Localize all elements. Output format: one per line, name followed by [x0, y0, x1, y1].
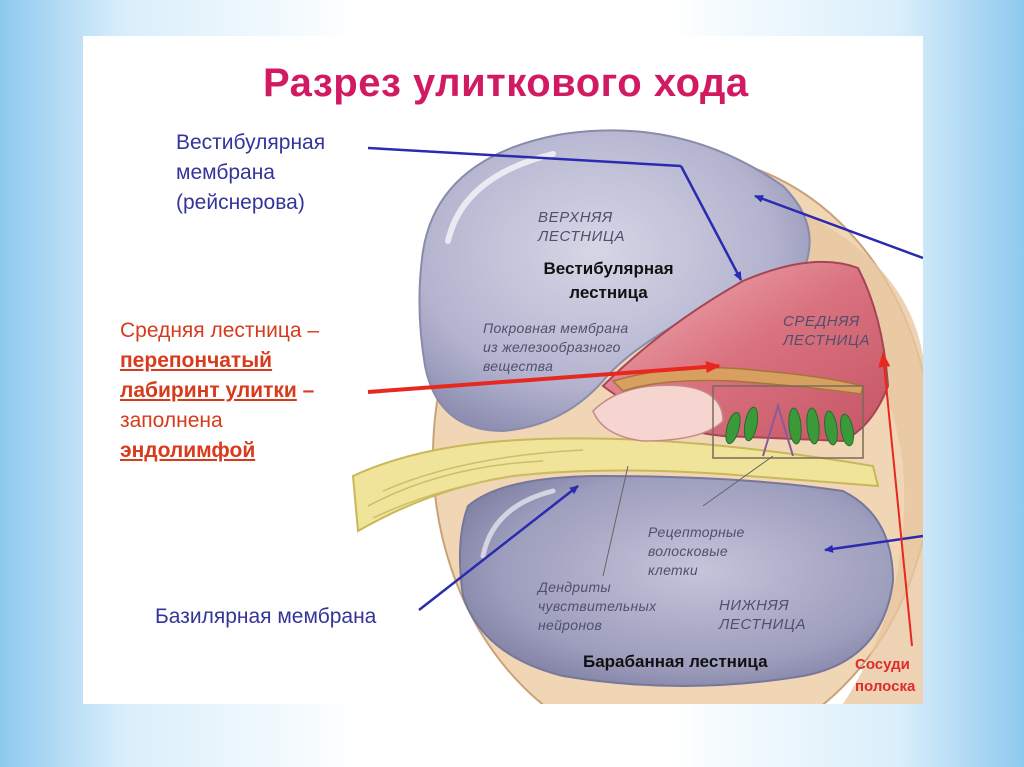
inner-label-dendrites: Дендриты чувствительных нейронов: [538, 578, 656, 635]
inner-label-upper-scala: ВЕРХНЯЯ ЛЕСТНИЦА: [538, 208, 625, 246]
label-stria: Сосуди полоска: [855, 654, 915, 698]
label-vestibular-scala: Вестибулярная лестница: [521, 257, 696, 305]
label-basilar-membrane: Базилярная мембрана: [155, 602, 376, 632]
inner-label-middle-scala: СРЕДНЯЯ ЛЕСТНИЦА: [783, 312, 870, 350]
inner-label-lower-scala: НИЖНЯЯ ЛЕСТНИЦА: [719, 596, 806, 634]
inner-label-tectorial: Покровная мембрана из железообразного ве…: [483, 319, 628, 376]
inner-label-receptor: Рецепторные волосковые клетки: [648, 523, 745, 580]
label-tympanic-scala: Барабанная лестница: [583, 650, 768, 674]
label-middle-scala: Средняя лестница – перепончатый лабиринт…: [120, 316, 319, 466]
label-vestibular-membrane: Вестибулярная мембрана (рейснерова): [176, 128, 325, 218]
page-title: Разрез улиткового хода: [263, 61, 823, 106]
slide: Разрез улиткового хода Вестибулярная мем…: [83, 36, 923, 704]
